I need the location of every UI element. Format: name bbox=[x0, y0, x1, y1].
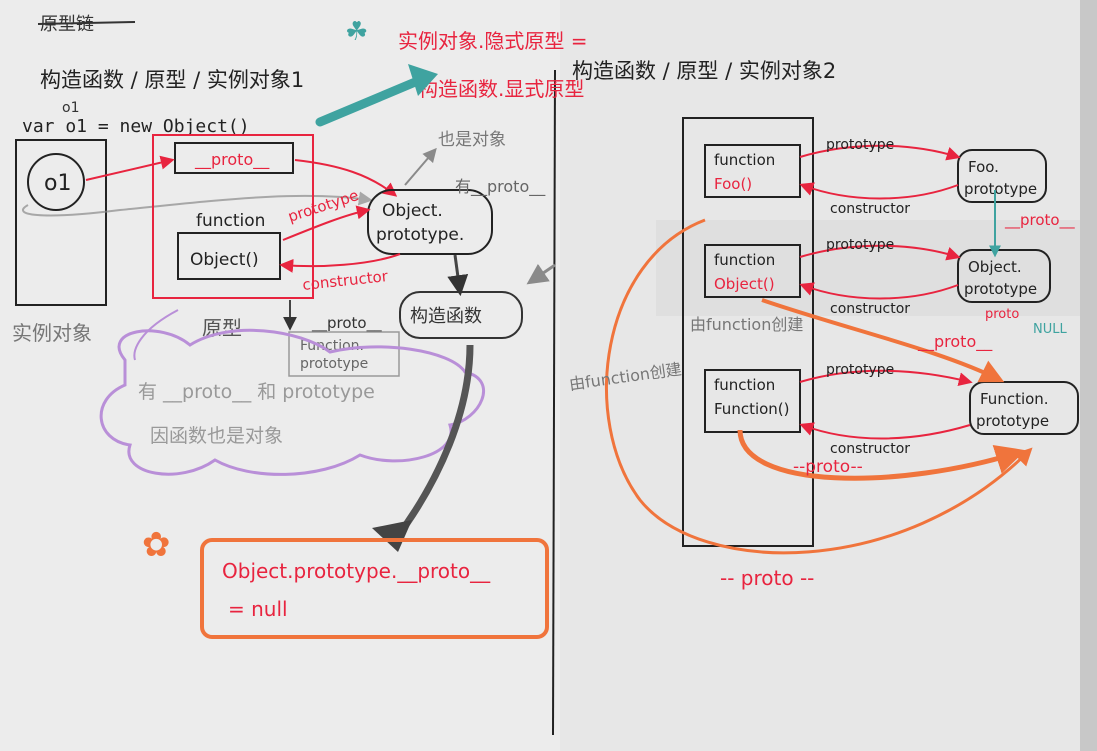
null-label: NULL bbox=[1033, 322, 1067, 337]
has-proto-note: 有__proto__ bbox=[455, 177, 546, 197]
constructor-arrow-label-1: constructor bbox=[830, 301, 910, 317]
prototype-arrow-label-1: prototype bbox=[826, 237, 894, 253]
proto-node-line1-1: Object. bbox=[968, 258, 1022, 276]
proto-node-1 bbox=[957, 249, 1051, 303]
outer-proto-label: -- proto -- bbox=[720, 566, 814, 590]
fn-name-1: Object() bbox=[714, 275, 775, 293]
red-note-line1: 实例对象.隐式原型 = bbox=[398, 29, 587, 53]
code-annotation: o1 bbox=[62, 100, 79, 116]
right-heading: 构造函数 / 原型 / 实例对象2 bbox=[572, 59, 836, 83]
fn-name-0: Foo() bbox=[714, 175, 752, 193]
page-divider bbox=[552, 69, 556, 736]
fn-keyword-1: function bbox=[714, 251, 775, 269]
constructor-container bbox=[152, 134, 314, 299]
constructor-arrow-0 bbox=[799, 182, 959, 200]
prototype-arrow-label-2: prototype bbox=[826, 362, 894, 378]
prototype-arrow-2 bbox=[799, 369, 973, 387]
constructor-arrow-label-0: constructor bbox=[830, 201, 910, 217]
proto-node-line2-0: prototype bbox=[964, 180, 1037, 198]
page-title: 原型链 bbox=[37, 14, 136, 35]
final-line1: Object.prototype.__proto__ bbox=[222, 559, 491, 583]
cloud-line2: 因函数也是对象 bbox=[150, 425, 283, 447]
fn-keyword-2: function bbox=[714, 376, 775, 394]
page-title-text: 原型链 bbox=[40, 14, 94, 35]
star-marker: ☘ bbox=[345, 17, 368, 47]
constructor-arrow-2 bbox=[799, 422, 971, 440]
proto-node-line2-2: prototype bbox=[976, 412, 1049, 430]
final-box bbox=[200, 538, 549, 639]
gray-loop bbox=[22, 191, 373, 217]
code-line: var o1 = new Object() bbox=[22, 116, 250, 137]
cloud-line1: 有 __proto__ 和 prototype bbox=[138, 381, 375, 403]
proto-node-line1-0: Foo. bbox=[968, 158, 999, 176]
proto-node-2 bbox=[969, 381, 1079, 435]
proto-node-line1-2: Function. bbox=[980, 390, 1049, 408]
constructor-fn-bubble bbox=[399, 291, 523, 339]
function-fn-proto-label: --proto-- bbox=[793, 457, 863, 477]
object-prototype-label: Object. prototype. bbox=[376, 201, 464, 245]
final-line2: = null bbox=[228, 597, 288, 621]
also-object-note: 也是对象 bbox=[438, 130, 506, 150]
teal-arrow bbox=[315, 75, 425, 127]
created-by-function-band: 由function创建 bbox=[690, 315, 803, 334]
ctor-box bbox=[177, 232, 281, 280]
proto-node-line2-1: prototype bbox=[964, 280, 1037, 298]
instance-name: o1 bbox=[44, 171, 71, 196]
ctor-fn-keyword: function bbox=[196, 211, 265, 231]
fn-proto-slot: __proto__ bbox=[311, 314, 382, 333]
red-note-line2: 构造函数.显式原型 bbox=[418, 77, 584, 101]
prototype-arrow-1 bbox=[799, 244, 961, 261]
prototype-arrow-label-0: prototype bbox=[826, 137, 894, 153]
instance-circle bbox=[27, 153, 85, 211]
chain-arrow-down bbox=[392, 344, 474, 543]
instance-column bbox=[15, 139, 107, 306]
red-note: 实例对象.隐式原型 = 构造函数.显式原型 bbox=[398, 29, 587, 101]
outer-proto-loop bbox=[605, 218, 1033, 555]
object-prototype-line1: Object. bbox=[382, 201, 443, 221]
ctor-name: Object() bbox=[190, 250, 259, 270]
fn-column bbox=[682, 117, 814, 547]
flower-marker: ✿ bbox=[142, 525, 171, 565]
fn-box-1 bbox=[704, 244, 801, 298]
proto-slot-box bbox=[174, 142, 294, 174]
constructor-fn-label: 构造函数 bbox=[410, 306, 482, 327]
instance-label: 实例对象 bbox=[12, 321, 92, 345]
left-heading: 构造函数 / 原型 / 实例对象1 bbox=[40, 68, 304, 92]
object-fn-proto-label: __proto__ bbox=[917, 332, 993, 352]
proto-node-0 bbox=[957, 149, 1047, 203]
foo-proto-label: __proto__ bbox=[1004, 211, 1075, 230]
object-prototype-node bbox=[367, 189, 493, 255]
proto-slot-label: __proto__ bbox=[194, 150, 270, 170]
constructor-arrow-label-2: constructor bbox=[830, 441, 910, 457]
object-prototype-line2: prototype. bbox=[376, 225, 464, 245]
fn-box-2 bbox=[704, 369, 801, 433]
constructor-arrow-1 bbox=[799, 282, 959, 300]
fn-box-0 bbox=[704, 144, 801, 198]
object-null-proto-label: proto bbox=[985, 307, 1019, 322]
fn-keyword-0: function bbox=[714, 151, 775, 169]
prototype-arrow-0 bbox=[799, 144, 961, 161]
fn-proto-box bbox=[288, 331, 400, 377]
purple-cloud bbox=[99, 328, 486, 476]
fn-name-2: Function() bbox=[714, 400, 790, 418]
